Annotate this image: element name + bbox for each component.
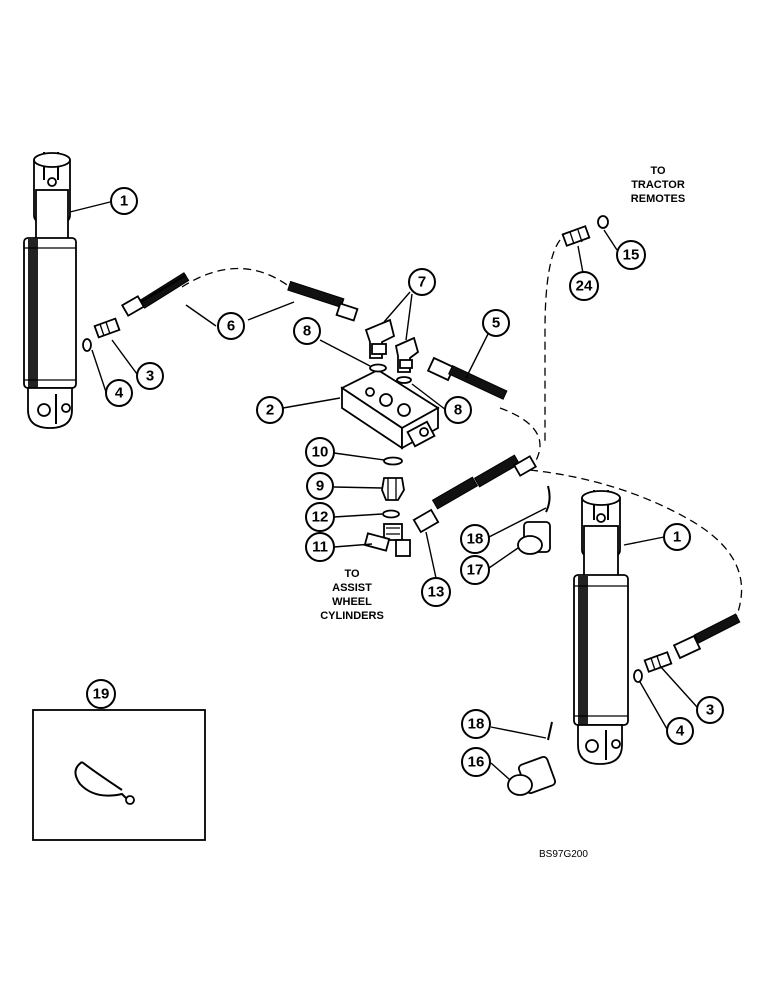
svg-text:1: 1: [120, 193, 128, 210]
pin-16: [507, 756, 556, 796]
svg-text:24: 24: [576, 278, 593, 295]
callout-4-left: 4: [105, 379, 133, 407]
o-ring-4-left: [82, 338, 92, 352]
leader-lines: [69, 201, 698, 781]
tie-strap-icon: [74, 761, 129, 801]
callout-6: 6: [217, 312, 245, 340]
left-hydraulic-cylinder: [23, 152, 77, 429]
svg-text:TRACTOR: TRACTOR: [631, 179, 685, 191]
callout-15: 15: [616, 240, 646, 270]
callout-3-left: 3: [136, 362, 164, 390]
svg-text:17: 17: [467, 562, 484, 579]
right-hydraulic-cylinder: [573, 490, 629, 765]
svg-text:16: 16: [468, 754, 485, 771]
hose-13: [412, 454, 538, 534]
pin-17: [517, 521, 551, 555]
note-to-assist-wheel-cylinders: TO ASSIST WHEEL CYLINDERS: [320, 568, 384, 622]
svg-text:18: 18: [467, 531, 484, 548]
clip-18b: [547, 721, 553, 741]
svg-text:ASSIST: ASSIST: [332, 582, 372, 594]
callout-4-right: 4: [666, 717, 694, 745]
o-ring-8b: [396, 376, 412, 384]
callout-16: 16: [461, 747, 491, 777]
o-ring-15: [597, 215, 609, 229]
svg-text:CYLINDERS: CYLINDERS: [320, 610, 384, 622]
svg-text:8: 8: [303, 323, 311, 340]
svg-text:TO: TO: [344, 568, 360, 580]
hose-lower-right: [672, 613, 741, 660]
hose-5: [426, 356, 508, 400]
valve-block-2: [340, 368, 440, 450]
callout-1-right: 1: [663, 523, 691, 551]
svg-text:REMOTES: REMOTES: [631, 193, 685, 205]
callout-13: 13: [421, 577, 451, 607]
o-ring-4-right: [633, 669, 643, 683]
o-ring-12: [382, 509, 400, 519]
callout-1-left: 1: [110, 187, 138, 215]
callout-24: 24: [569, 271, 599, 301]
clip-18a: [545, 485, 551, 513]
svg-text:1: 1: [673, 529, 681, 546]
svg-text:12: 12: [312, 509, 329, 526]
callout-11: 11: [305, 532, 335, 562]
svg-text:TO: TO: [650, 165, 666, 177]
svg-text:13: 13: [428, 584, 445, 601]
adapter-9: [381, 477, 405, 501]
callout-9: 9: [306, 472, 334, 500]
hose-6-left: [120, 272, 190, 317]
svg-text:4: 4: [115, 385, 124, 402]
callout-2: 2: [256, 396, 284, 424]
svg-text:15: 15: [623, 247, 640, 264]
callout-3-right: 3: [696, 696, 724, 724]
callout-17: 17: [460, 555, 490, 585]
svg-text:10: 10: [312, 444, 329, 461]
fitting-3-left: [93, 317, 121, 339]
svg-text:7: 7: [418, 274, 426, 291]
svg-text:9: 9: [316, 478, 324, 495]
svg-text:8: 8: [454, 402, 462, 419]
note-to-tractor-remotes: TO TRACTOR REMOTES: [631, 165, 685, 205]
svg-text:3: 3: [146, 368, 154, 385]
elbow-fitting-7b: [394, 336, 420, 373]
callout-18-upper: 18: [460, 524, 490, 554]
fitting-3-right: [643, 651, 673, 673]
svg-text:WHEEL: WHEEL: [332, 596, 372, 608]
svg-text:4: 4: [676, 723, 685, 740]
inset-box-19: [32, 709, 206, 841]
svg-text:11: 11: [312, 539, 328, 556]
callout-8-lower: 8: [444, 396, 472, 424]
callout-5: 5: [482, 309, 510, 337]
callout-19: 19: [86, 679, 116, 709]
callout-10: 10: [305, 437, 335, 467]
svg-text:3: 3: [706, 702, 714, 719]
fitting-24: [561, 225, 591, 247]
o-ring-10: [383, 456, 403, 466]
hose-6-right: [287, 280, 359, 322]
svg-text:18: 18: [468, 716, 485, 733]
hose-routing-lines: [181, 239, 743, 621]
svg-text:5: 5: [492, 315, 500, 332]
svg-text:19: 19: [93, 686, 110, 703]
figure-code: BS97G200: [539, 849, 588, 860]
svg-text:2: 2: [266, 402, 274, 419]
svg-text:6: 6: [227, 318, 235, 335]
elbow-fitting-7a: [364, 318, 396, 359]
callout-8-upper: 8: [293, 317, 321, 345]
callout-7: 7: [408, 268, 436, 296]
callout-18-lower: 18: [461, 709, 491, 739]
callout-12: 12: [305, 502, 335, 532]
tee-fitting-11: [363, 523, 411, 557]
o-ring-8a: [369, 363, 387, 373]
